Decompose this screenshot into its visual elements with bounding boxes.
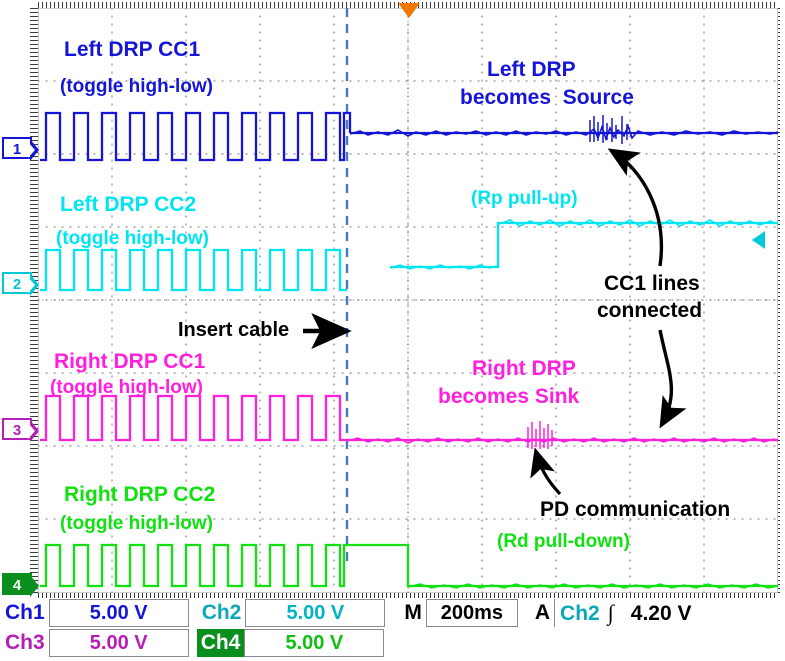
channel-marker-1[interactable]: 1: [2, 137, 39, 161]
ch4-readout-label[interactable]: Ch4: [196, 629, 245, 657]
scope-readout-bar: Ch1 5.00 V Ch2 5.00 V M 200ms A Ch2 ∫ 4.…: [0, 598, 785, 661]
ch1-readout-value[interactable]: 5.00 V: [48, 599, 189, 627]
trigger-source-label[interactable]: Ch2: [560, 601, 600, 625]
annotation-rd-pulldown: (Rd pull-down): [497, 531, 630, 552]
ch2-trigger-level-arrow-icon[interactable]: [752, 231, 765, 249]
annotation-left-cc2-title: Left DRP CC2: [60, 193, 197, 216]
ch2-readout-label[interactable]: Ch2: [201, 601, 242, 624]
channel-marker-3-pointer-icon: [28, 420, 39, 442]
channel-marker-2-pointer-icon: [28, 274, 39, 296]
trigger-slope-icon[interactable]: ∫: [607, 600, 614, 625]
channel-marker-4[interactable]: 4: [2, 573, 39, 597]
ch1-readout-label[interactable]: Ch1: [5, 601, 45, 624]
annotation-rp-pullup: (Rp pull-up): [471, 188, 578, 209]
trace-ch1: [40, 111, 778, 162]
ch4-readout-value[interactable]: 5.00 V: [244, 629, 385, 657]
trace-ch2-noise-low: [389, 264, 498, 270]
trigger-level-value[interactable]: 4.20 V: [630, 601, 692, 625]
trace-ch1-burst: [589, 115, 628, 144]
annotation-left-source-2: becomes Source: [460, 86, 634, 109]
channel-marker-1-pointer-icon: [28, 139, 39, 161]
annotation-right-cc2-sub: (toggle high-low): [60, 513, 214, 534]
ch2-readout-value[interactable]: 5.00 V: [245, 599, 386, 627]
annotation-left-cc1-sub: (toggle high-low): [60, 76, 214, 97]
channel-marker-3-label: 3: [12, 422, 22, 439]
annotation-right-cc1-title: Right DRP CC1: [54, 350, 206, 373]
channel-marker-4-label: 4: [12, 577, 22, 594]
annotation-right-cc1-sub: (toggle high-low): [50, 377, 204, 398]
trigger-position-marker[interactable]: [398, 3, 420, 18]
trigger-prefix: A: [534, 601, 551, 624]
trace-ch3: [40, 394, 778, 442]
annotation-cc1-connected-1: CC1 lines: [604, 272, 700, 295]
annotation-right-sink-1: Right DRP: [472, 357, 576, 380]
channel-marker-2-label: 2: [12, 276, 22, 293]
channel-marker-4-pointer-icon: [28, 575, 39, 597]
trace-ch4: [40, 543, 778, 588]
channel-marker-1-label: 1: [12, 141, 22, 158]
annotation-left-source-1: Left DRP: [487, 58, 576, 81]
annotation-right-sink-2: becomes Sink: [438, 385, 580, 408]
readout-row-1: Ch1 5.00 V Ch2 5.00 V M 200ms A Ch2 ∫ 4.…: [0, 599, 695, 627]
trace-ch3-noise: [346, 437, 778, 444]
annotation-cc1-connected-2: connected: [597, 299, 703, 322]
annotation-right-cc2-title: Right DRP CC2: [64, 483, 216, 506]
annotation-pd-communication: PD communication: [540, 498, 731, 521]
timebase-value[interactable]: 200ms: [425, 599, 518, 627]
channel-marker-2[interactable]: 2: [2, 272, 39, 296]
readout-row-2: Ch3 5.00 V Ch4 5.00 V: [0, 629, 385, 657]
annotation-left-cc2-sub: (toggle high-low): [56, 228, 210, 249]
annotation-left-cc1-title: Left DRP CC1: [64, 38, 201, 61]
trace-ch3-pd-burst: [527, 421, 553, 449]
annotation-insert-cable: Insert cable: [178, 319, 290, 341]
trigger-readout-group[interactable]: Ch2 ∫ 4.20 V: [554, 599, 695, 627]
trace-ch4-noise: [407, 583, 778, 589]
timebase-prefix: M: [404, 601, 422, 624]
channel-marker-3[interactable]: 3: [2, 418, 39, 442]
trace-ch1-noise: [349, 123, 778, 142]
ch3-readout-label[interactable]: Ch3: [5, 631, 45, 654]
ch3-readout-value[interactable]: 5.00 V: [48, 629, 189, 657]
